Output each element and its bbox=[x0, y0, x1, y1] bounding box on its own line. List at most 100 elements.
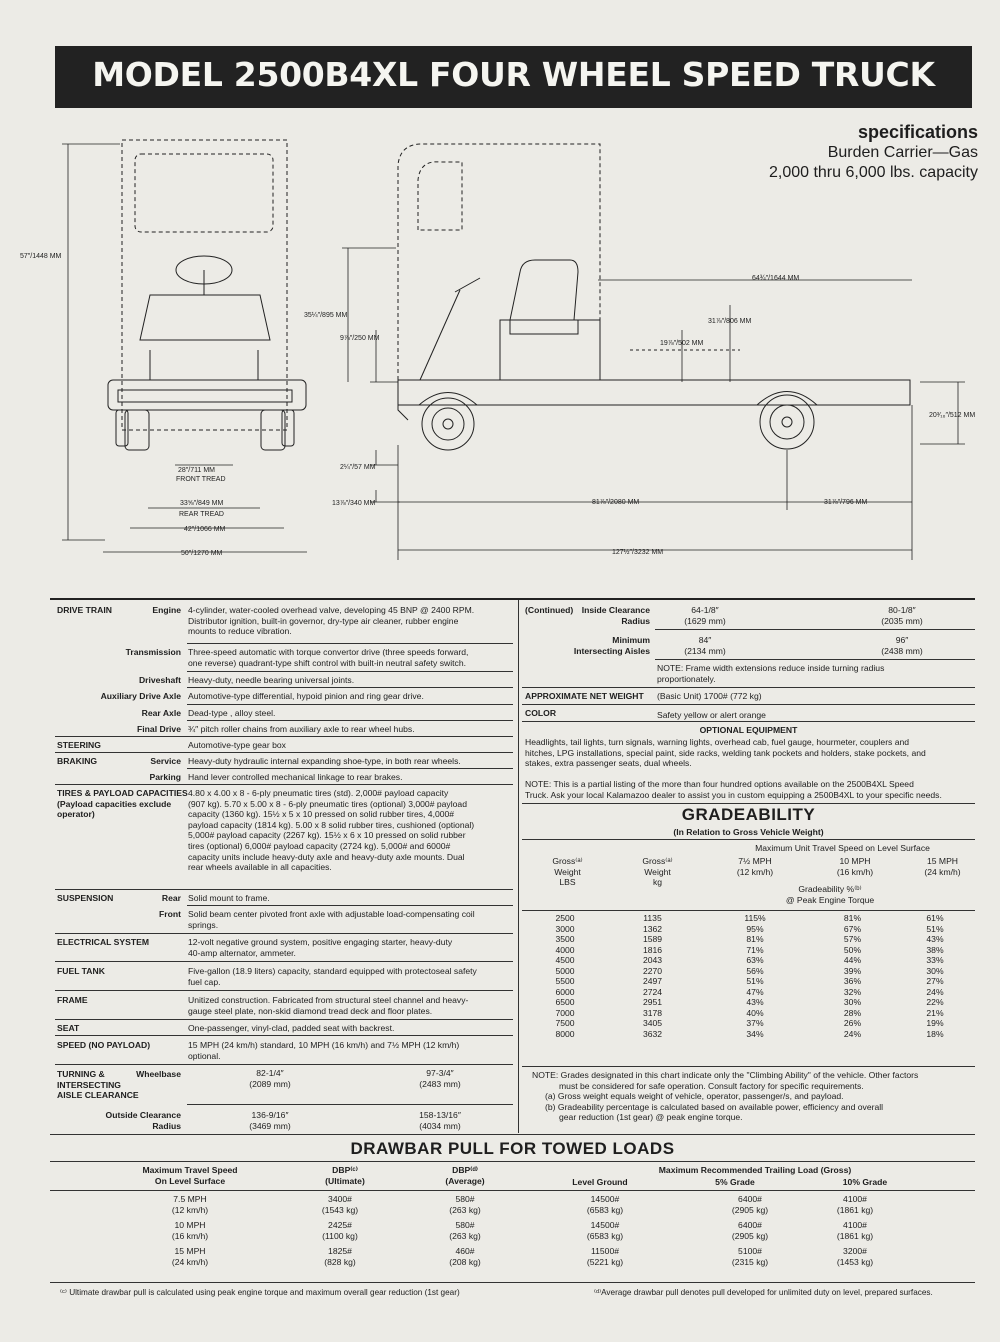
optional-text: Headlights, tail lights, turn signals, w… bbox=[525, 737, 926, 769]
dimension-lines bbox=[62, 143, 965, 560]
grade-cell: 24% bbox=[926, 986, 944, 997]
wheelbase-1: 82-1/4″(2089 mm) bbox=[249, 1068, 291, 1089]
grade-cell: 40% bbox=[746, 1007, 764, 1018]
grade-cell: 57% bbox=[843, 934, 862, 944]
drawbar-head-level: Level Ground bbox=[572, 1177, 628, 1187]
electrical-heading: ELECTRICAL SYSTEM bbox=[57, 937, 149, 947]
grade-cell: 32% bbox=[843, 986, 862, 997]
drawbar-row: 15 MPH(24 km/h)1825#(828 kg)460#(208 kg)… bbox=[110, 1246, 900, 1272]
dim-35: 35¼″/895 MM bbox=[304, 312, 348, 319]
grade-cell: 2043 bbox=[642, 955, 663, 965]
specs-header: specifications Burden Carrier—Gas 2,000 … bbox=[769, 122, 978, 183]
drawbar-cell: 4100#(1861 kg) bbox=[836, 1220, 874, 1241]
grade-cell: 1816 bbox=[642, 944, 663, 955]
drawbar-head-average: DBP⁽ᵈ⁾(Average) bbox=[445, 1165, 485, 1186]
drawbar-title: DRAWBAR PULL FOR TOWED LOADS bbox=[350, 1139, 675, 1158]
drawbar-cell: 1825#(828 kg) bbox=[324, 1246, 356, 1267]
specs-line-2: 2,000 thru 6,000 lbs. capacity bbox=[768, 164, 978, 181]
grade-cell: 34% bbox=[746, 1028, 764, 1039]
specs-line-1: Burden Carrier—Gas bbox=[827, 144, 978, 161]
grade-cell: 43% bbox=[926, 934, 944, 944]
drawbar-cell: 5100#(2315 kg) bbox=[731, 1246, 769, 1267]
color-label: COLOR bbox=[525, 708, 557, 718]
grade-cell: 47% bbox=[746, 986, 764, 997]
gradeability-subtitle: (In Relation to Gross Vehicle Weight) bbox=[673, 827, 824, 837]
grade-cell: 3000 bbox=[555, 923, 575, 934]
drawbar-row: 10 MPH(16 km/h)2425#(1100 kg)580#(263 kg… bbox=[110, 1220, 900, 1246]
steering-heading: STEERING bbox=[57, 740, 101, 750]
drive-train-heading: DRIVE TRAIN bbox=[57, 605, 112, 615]
drawbar-cell: 580#(263 kg) bbox=[449, 1194, 481, 1215]
grade-cell: 28% bbox=[843, 1007, 862, 1018]
grade-col-7: 7½ MPH(12 km/h) bbox=[736, 856, 774, 877]
grade-cell: 51% bbox=[746, 976, 764, 986]
drawbar-cell: 11500#(5221 kg) bbox=[586, 1246, 624, 1267]
continued-label: (Continued) bbox=[525, 605, 574, 615]
grade-cell: 50% bbox=[843, 944, 862, 955]
dim-13: 13⅞″/340 MM bbox=[332, 500, 376, 507]
speed-heading: SPEED (NO PAYLOAD) bbox=[57, 1040, 151, 1050]
braking-heading: BRAKING bbox=[57, 756, 98, 766]
drawbar-head-max: Maximum Recommended Trailing Load (Gross… bbox=[658, 1165, 852, 1175]
dim-127: 127½″/3232 MM bbox=[612, 548, 663, 556]
grade-col-15: 15 MPH(24 km/h) bbox=[924, 856, 961, 877]
footnote-d: ⁽ᵈ⁾Average drawbar pull denotes pull dev… bbox=[594, 1288, 933, 1297]
wheelbase-label: Wheelbase bbox=[136, 1069, 181, 1079]
frame-text: Unitized construction. Fabricated from s… bbox=[188, 995, 469, 1016]
tires-text: 4.80 x 4.00 x 8 - 6-ply pneumatic tires … bbox=[188, 788, 475, 873]
final-drive-text: ¾″ pitch roller chains from auxiliary ax… bbox=[188, 724, 415, 734]
rear-susp-text: Solid mount to frame. bbox=[188, 893, 270, 903]
drawbar-head-5: 5% Grade bbox=[715, 1177, 755, 1187]
grade-cell: 37% bbox=[746, 1018, 764, 1028]
dim-64: 64¾″/1644 MM bbox=[752, 275, 799, 282]
grade-cell: 5500 bbox=[555, 976, 575, 986]
drawbar-cell: 2425#(1100 kg) bbox=[322, 1220, 358, 1241]
grade-cell: 30% bbox=[843, 997, 862, 1007]
footnote-c: ⁽ᶜ⁾ Ultimate drawbar pull is calculated … bbox=[60, 1288, 460, 1297]
frame-note: NOTE: Frame width extensions reduce insi… bbox=[657, 663, 885, 684]
grade-cell: 6500 bbox=[555, 997, 575, 1007]
grade-notes: NOTE: Grades designated in this chart in… bbox=[532, 1070, 919, 1123]
dim-rear-tread-label: REAR TREAD bbox=[179, 511, 224, 518]
suspension-heading: SUSPENSION bbox=[57, 893, 114, 903]
grade-cell: 61% bbox=[926, 913, 944, 923]
dim-width-42: 42″/1066 MM bbox=[184, 526, 226, 533]
fuel-text: Five-gallon (18.9 liters) capacity, stan… bbox=[188, 966, 477, 987]
grade-cell: 2497 bbox=[642, 976, 663, 986]
drawbar-cell: 10 MPH(16 km/h) bbox=[171, 1220, 209, 1241]
grade-cell: 2270 bbox=[642, 965, 663, 976]
service-text: Heavy-duty hydraulic internal expanding … bbox=[188, 756, 461, 766]
grade-cell: 44% bbox=[843, 955, 862, 965]
grade-cell: 2951 bbox=[642, 997, 663, 1007]
color-value: Safety yellow or alert orange bbox=[657, 710, 766, 720]
grade-cell: 30% bbox=[926, 965, 944, 976]
dim-rear-tread: 33⅝″/849 MM bbox=[180, 500, 224, 507]
grade-cell: 1135 bbox=[643, 913, 662, 923]
dim-overall-height: 57″/1448 MM bbox=[20, 253, 62, 260]
aux-axle-label: Auxiliary Drive Axle bbox=[100, 691, 181, 701]
driveshaft-text: Heavy-duty, needle bearing universal joi… bbox=[188, 675, 355, 685]
min-aisles-1: 84″(2134 mm) bbox=[684, 635, 726, 656]
grade-cell: 3178 bbox=[642, 1007, 663, 1018]
net-weight-label: APPROXIMATE NET WEIGHT bbox=[525, 691, 644, 701]
optional-heading: OPTIONAL EQUIPMENT bbox=[699, 725, 798, 735]
grade-cell: 38% bbox=[926, 944, 944, 955]
grade-cell: 56% bbox=[746, 965, 764, 976]
grade-cell: 24% bbox=[843, 1028, 862, 1039]
grade-cell: 5000 bbox=[555, 965, 575, 976]
net-weight: (Basic Unit) 1700# (772 kg) bbox=[657, 691, 762, 701]
transmission-text: Three-speed automatic with torque conver… bbox=[188, 647, 469, 668]
